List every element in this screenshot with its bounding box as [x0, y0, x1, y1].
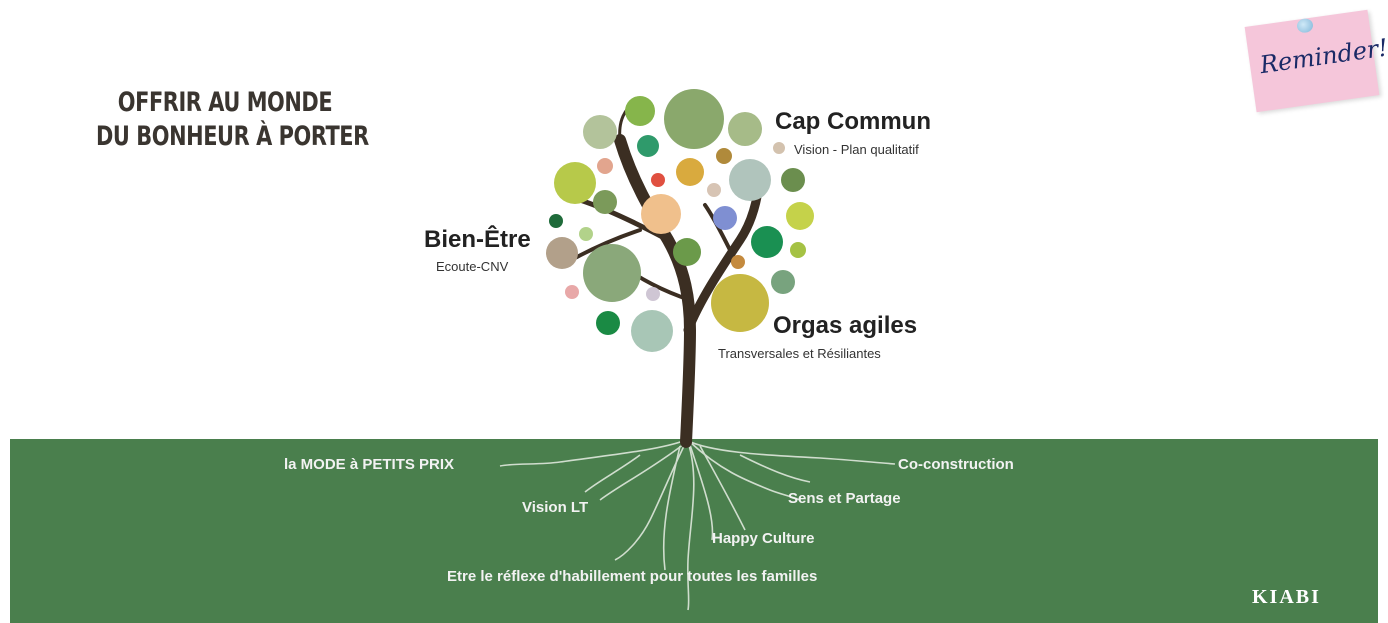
orgas-agiles-subtitle: Transversales et Résiliantes [718, 346, 881, 361]
roots [499, 439, 896, 611]
headline-line-1: OFFRIR AU MONDE [117, 87, 333, 118]
root-label-vision: Vision LT [522, 499, 589, 516]
kiabi-logo: KIABI [1252, 586, 1321, 608]
root-label-mode: la MODE à PETITS PRIX [284, 456, 455, 473]
bien-etre-title: Bien-Être [424, 226, 531, 253]
root-label-sens: Sens et Partage [788, 490, 901, 507]
headline-line-2: DU BONHEUR À PORTER [96, 121, 369, 152]
orgas-agiles-title: Orgas agiles [773, 312, 918, 339]
root-label-coconstruction: Co-construction [898, 456, 1014, 473]
cap-commun-title: Cap Commun [775, 108, 931, 135]
cap-commun-subtitle: Vision - Plan qualitatif [794, 142, 919, 157]
foliage [546, 89, 814, 352]
bien-etre-subtitle: Ecoute-CNV [436, 259, 509, 274]
headline: OFFRIR AU MONDE DU BONHEUR À PORTER [96, 86, 369, 154]
root-label-happy: Happy Culture [712, 530, 815, 547]
root-label-reflexe: Etre le réflexe d'habillement pour toute… [447, 568, 818, 585]
